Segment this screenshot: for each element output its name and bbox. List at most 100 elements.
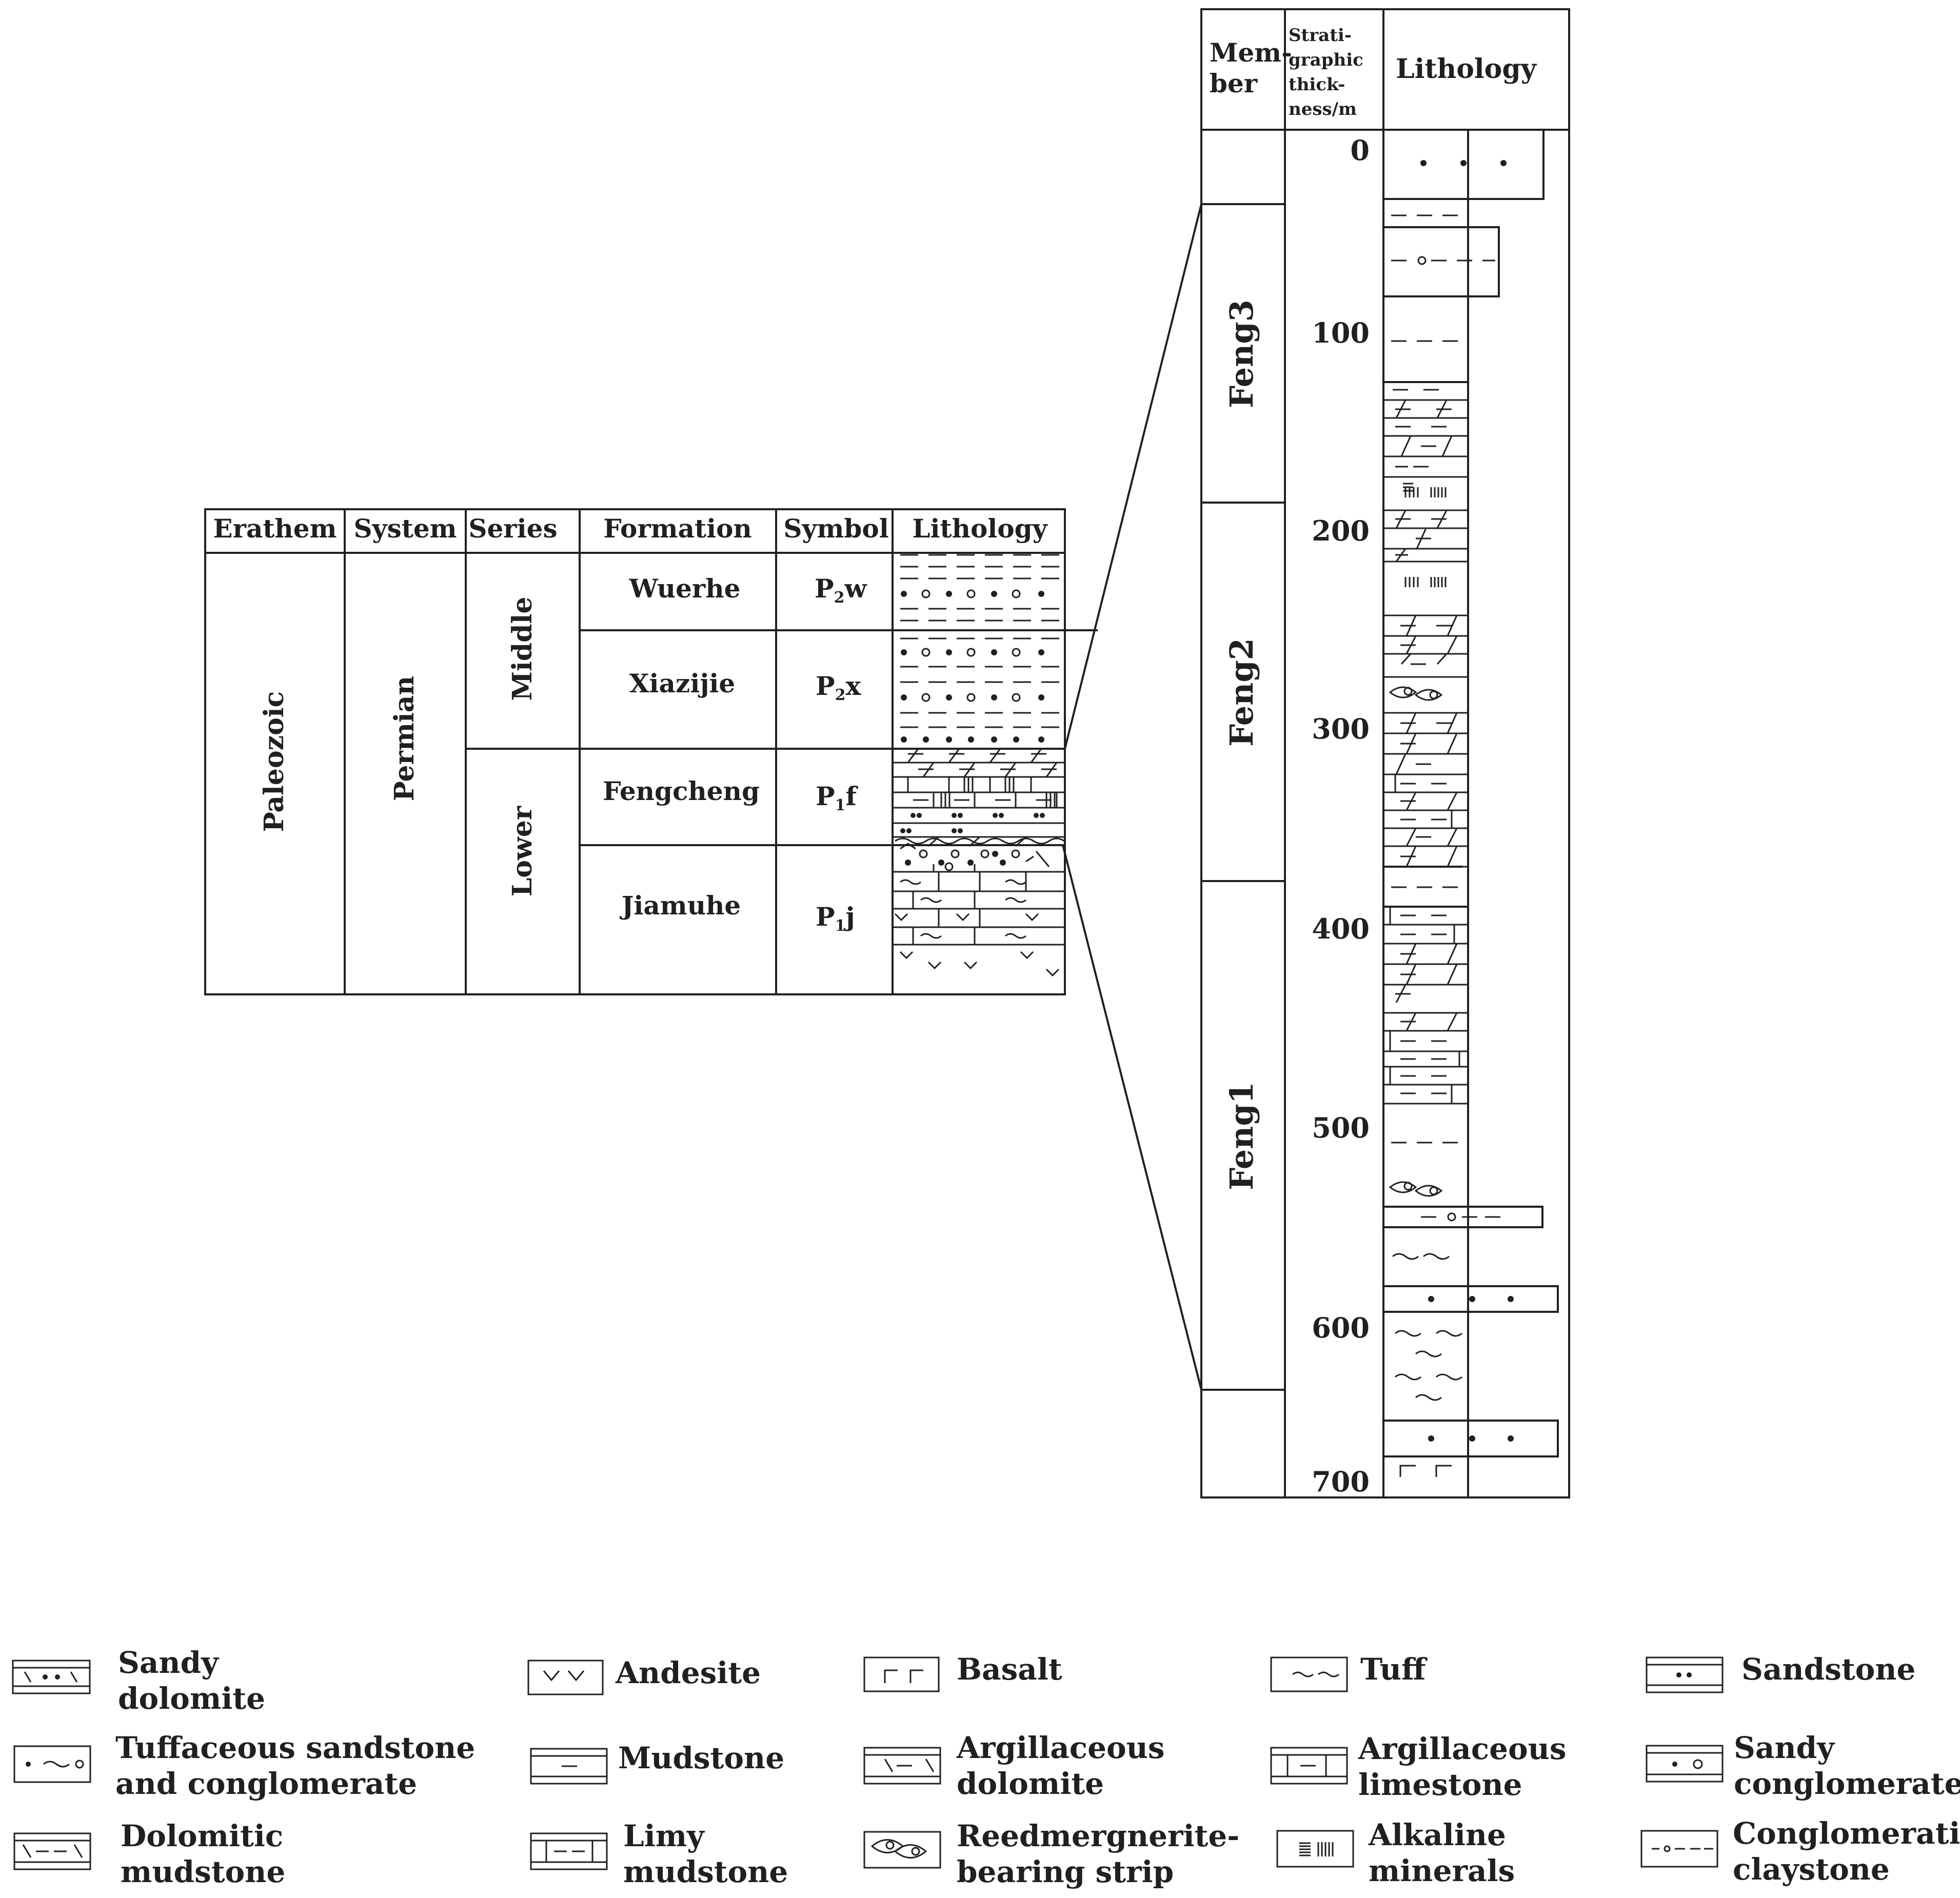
series-middle: Middle	[507, 597, 538, 701]
header-thickness-line2: graphic	[1289, 50, 1363, 70]
svg-text:Tuff: Tuff	[1360, 1652, 1428, 1687]
svg-text:mudstone: mudstone	[121, 1854, 285, 1889]
depth-tick: 400	[1312, 912, 1370, 945]
left-lithology-column	[893, 554, 1065, 977]
legend-item-reedmergnerite-strip: Reedmergnerite- bearing strip	[863, 1819, 1239, 1889]
svg-text:Reedmergnerite-: Reedmergnerite-	[957, 1819, 1239, 1853]
depth-tick: 200	[1312, 514, 1370, 547]
header-thickness-line4: ness/m	[1289, 99, 1357, 119]
header-formation: Formation	[603, 513, 752, 544]
series-lower: Lower	[507, 806, 538, 896]
svg-text:Alkaline: Alkaline	[1368, 1817, 1506, 1852]
jiamuhe-lithology	[893, 837, 1065, 977]
header-erathem: Erathem	[213, 513, 336, 544]
svg-text:Dolomitic: Dolomitic	[121, 1819, 283, 1853]
member-feng2: Feng2	[1223, 638, 1260, 747]
limy-mudstone-icon	[530, 1832, 608, 1870]
header-member-line1: Mem-	[1210, 37, 1292, 68]
svg-text:Basalt: Basalt	[957, 1652, 1062, 1687]
depth-tick: 600	[1312, 1311, 1370, 1344]
reedmergnerite-strip-icon	[863, 1831, 941, 1869]
legend-item-limy-mudstone: Limy mudstone	[530, 1819, 788, 1889]
svg-text:claystone: claystone	[1733, 1852, 1890, 1887]
column-frame	[1200, 8, 1570, 1499]
svg-text:Andesite: Andesite	[615, 1655, 761, 1690]
legend-item-dolomitic-mudstone: Dolomitic mudstone	[13, 1819, 285, 1889]
legend-item-tuff: Tuff	[1270, 1652, 1428, 1692]
fengcheng-lithology	[893, 748, 1065, 847]
svg-text:Limy: Limy	[623, 1819, 705, 1853]
xiazijie-lithology	[900, 637, 1059, 743]
mudstone-icon	[530, 1748, 608, 1785]
depth-tick: 100	[1312, 316, 1370, 349]
connector-lines	[1062, 204, 1202, 1390]
system-name: Permian	[389, 676, 420, 801]
header-thickness-line3: thick-	[1289, 74, 1345, 95]
header-lithology: Lithology	[912, 513, 1048, 544]
legend-item-tuffaceous-sandstone: Tuffaceous sandstone and conglomerate	[13, 1730, 475, 1801]
legend: Sandy dolomite Andesite Basalt Tuff	[12, 1645, 1960, 1889]
formation-wuerhe: Wuerhe	[629, 573, 741, 604]
wuerhe-lithology	[900, 554, 1059, 622]
erathem-name: Paleozoic	[259, 691, 290, 832]
svg-text:Argillaceous: Argillaceous	[1358, 1731, 1567, 1766]
header-system: System	[353, 513, 457, 544]
svg-text:bearing strip: bearing strip	[957, 1854, 1174, 1889]
legend-item-andesite: Andesite	[527, 1655, 761, 1695]
svg-text:conglomerate: conglomerate	[1734, 1766, 1960, 1801]
svg-text:Mudstone: Mudstone	[618, 1741, 784, 1775]
formation-xiazijie: Xiazijie	[629, 668, 735, 698]
svg-text:Sandstone: Sandstone	[1741, 1652, 1915, 1687]
table-frame	[204, 508, 1066, 995]
argillaceous-limestone-icon	[1270, 1747, 1348, 1785]
svg-text:Sandy: Sandy	[118, 1645, 220, 1680]
legend-item-mudstone: Mudstone	[530, 1741, 784, 1785]
header-member-line2: ber	[1210, 68, 1258, 98]
legend-item-argillaceous-dolomite: Argillaceous dolomite	[863, 1730, 1165, 1801]
header-thickness-line1: Strati-	[1289, 25, 1352, 46]
detail-lithology-log	[1382, 129, 1559, 1477]
svg-text:Conglomeratic: Conglomeratic	[1733, 1816, 1960, 1851]
svg-text:mudstone: mudstone	[623, 1854, 788, 1889]
symbol-xiazijie: P2x	[816, 671, 861, 704]
formation-fengcheng: Fengcheng	[603, 776, 760, 806]
legend-item-basalt: Basalt	[863, 1652, 1062, 1692]
andesite-icon	[527, 1660, 604, 1695]
argillaceous-dolomite-icon	[863, 1747, 941, 1785]
tuffaceous-sandstone-icon	[13, 1745, 91, 1783]
sandy-conglomerate-icon	[1646, 1745, 1724, 1783]
svg-text:and conglomerate: and conglomerate	[115, 1766, 417, 1801]
stratigraphic-table: Erathem System Series Formation Symbol L…	[204, 508, 1098, 995]
depth-ticks: 0 100 200 300 400 500 600 700	[1312, 134, 1370, 1498]
svg-text:limestone: limestone	[1358, 1767, 1522, 1802]
header-series: Series	[468, 513, 557, 544]
depth-tick: 300	[1312, 712, 1370, 745]
svg-text:Argillaceous: Argillaceous	[956, 1730, 1165, 1765]
sandstone-icon	[1646, 1656, 1724, 1693]
tuff-icon	[1270, 1656, 1348, 1692]
header-lithology-right: Lithology	[1396, 53, 1537, 85]
depth-tick: 0	[1350, 134, 1370, 167]
legend-item-conglomeratic-claystone: Conglomeratic claystone	[1640, 1816, 1960, 1887]
svg-text:dolomite: dolomite	[118, 1681, 265, 1716]
legend-item-alkaline-minerals: Alkaline minerals	[1276, 1817, 1515, 1888]
legend-item-argillaceous-limestone: Argillaceous limestone	[1270, 1731, 1567, 1802]
member-feng3: Feng3	[1223, 299, 1260, 408]
svg-text:Sandy: Sandy	[1734, 1730, 1835, 1765]
depth-tick: 500	[1312, 1111, 1370, 1144]
header-symbol: Symbol	[783, 513, 888, 544]
svg-text:minerals: minerals	[1369, 1853, 1515, 1888]
conglomeratic-claystone-icon	[1640, 1830, 1718, 1868]
sandy-dolomite-icon	[12, 1660, 91, 1694]
alkaline-minerals-icon	[1276, 1830, 1354, 1868]
legend-item-sandy-dolomite: Sandy dolomite	[12, 1645, 265, 1716]
member-feng1: Feng1	[1223, 1082, 1260, 1190]
symbol-jiamuhe: P1j	[816, 902, 855, 935]
legend-item-sandy-conglomerate: Sandy conglomerate	[1646, 1730, 1960, 1801]
legend-item-sandstone: Sandstone	[1646, 1652, 1915, 1693]
fengcheng-detail-column: Mem- ber Strati- graphic thick- ness/m L…	[1200, 8, 1570, 1499]
formation-jiamuhe: Jiamuhe	[620, 890, 741, 921]
basalt-icon	[863, 1656, 940, 1692]
dolomitic-mudstone-icon	[13, 1832, 91, 1870]
